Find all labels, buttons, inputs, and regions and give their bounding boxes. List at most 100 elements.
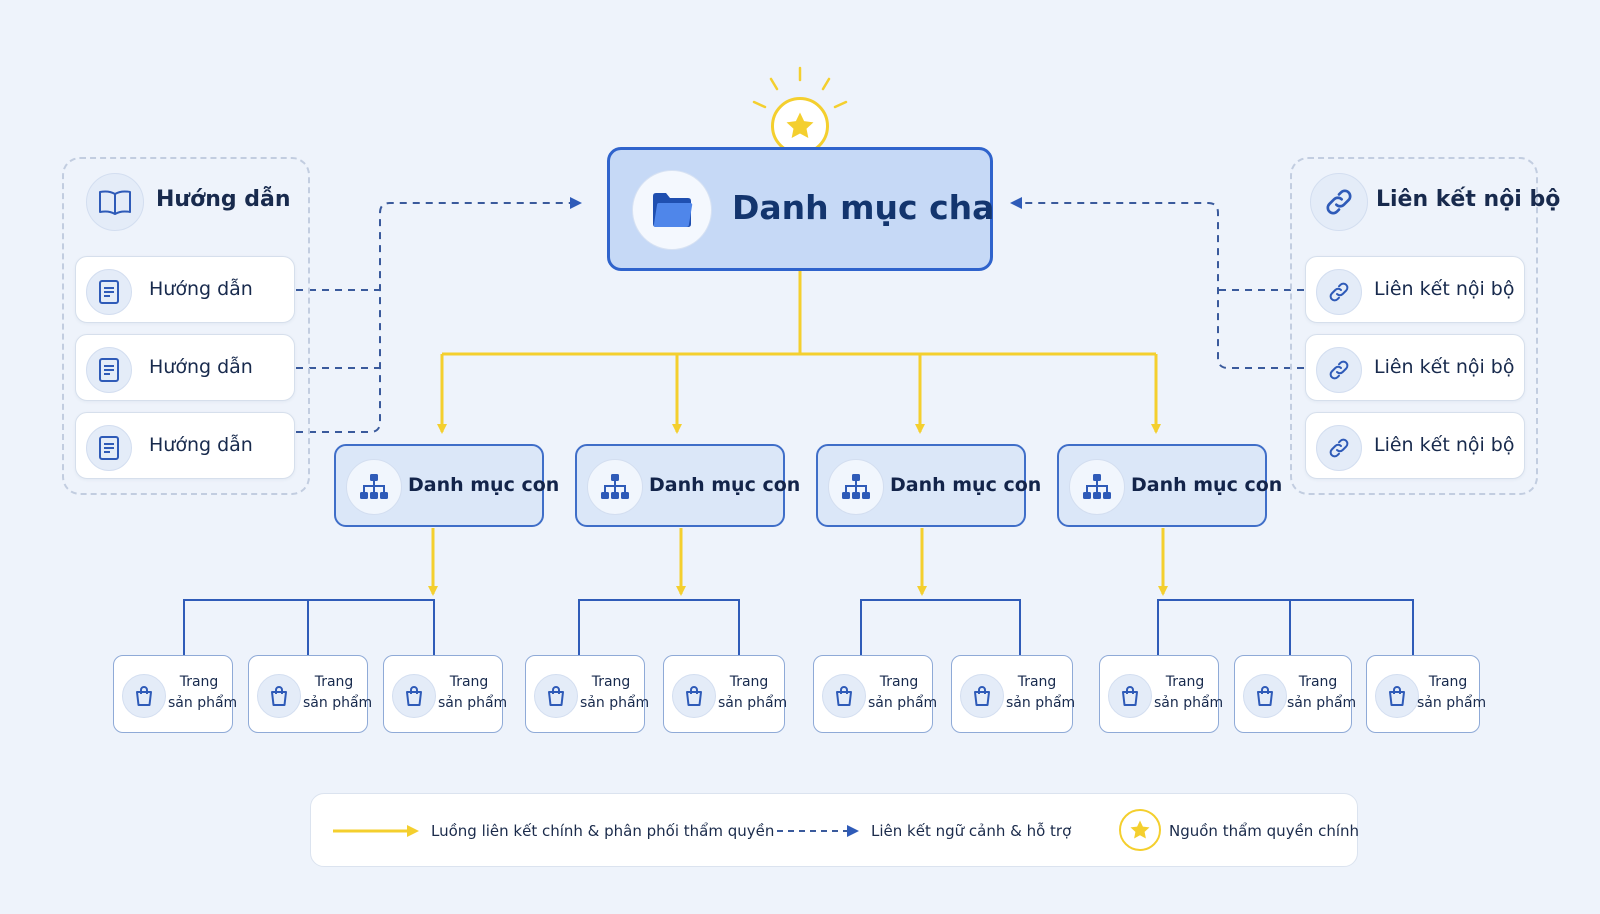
link-icon xyxy=(1329,438,1349,458)
guide-item-label: Hướng dẫn xyxy=(149,278,253,300)
product-page-1-1[interactable]: Trang sản phẩm xyxy=(113,655,238,733)
root-icon-circle xyxy=(632,170,712,250)
guide-panel-title: Hướng dẫn xyxy=(156,187,291,212)
child-category-2[interactable]: Danh mục con xyxy=(575,444,800,527)
child-icon-circle xyxy=(1069,459,1125,515)
links-panel-title: Liên kết nội bộ xyxy=(1376,187,1561,212)
product-page-3-1[interactable]: Trang sản phẩm xyxy=(813,655,938,733)
product-page-label: Trang sản phẩm xyxy=(868,674,938,711)
product-page-1-2[interactable]: Trang sản phẩm xyxy=(248,655,373,733)
internal-link-item-1[interactable]: Liên kết nội bộ xyxy=(1305,256,1525,323)
product-page-4-1[interactable]: Trang sản phẩm xyxy=(1099,655,1224,733)
legend-support-label: Liên kết ngữ cảnh & hỗ trợ xyxy=(871,822,1072,840)
shopping-bag-icon xyxy=(1389,686,1405,706)
child-category-4[interactable]: Danh mục con xyxy=(1057,444,1282,527)
product-page-1-3[interactable]: Trang sản phẩm xyxy=(383,655,508,733)
product-page-label: Trang sản phẩm xyxy=(1287,674,1357,711)
product-page-label: Trang sản phẩm xyxy=(303,674,373,711)
child-category-label: Danh mục con xyxy=(1131,474,1283,496)
guide-item-label: Hướng dẫn xyxy=(149,434,253,456)
shopping-bag-icon xyxy=(974,686,990,706)
product-page-label: Trang sản phẩm xyxy=(438,674,508,711)
shopping-bag-icon xyxy=(406,686,422,706)
guide-item-3[interactable]: Hướng dẫn xyxy=(75,412,295,479)
guide-item-label: Hướng dẫn xyxy=(149,356,253,378)
product-page-3-2[interactable]: Trang sản phẩm xyxy=(951,655,1075,733)
child-category-label: Danh mục con xyxy=(890,474,1042,496)
hierarchy-icon xyxy=(601,474,629,499)
product-icon-circle xyxy=(392,674,436,718)
child-category-3[interactable]: Danh mục con xyxy=(816,444,1041,527)
product-page-2-1[interactable]: Trang sản phẩm xyxy=(525,655,650,733)
guide-item-icon-circle xyxy=(86,269,132,315)
folder-icon xyxy=(653,193,693,227)
parent-category-title: Danh mục cha xyxy=(732,188,995,227)
child-category-label: Danh mục con xyxy=(408,474,560,496)
links-panel-icon-circle xyxy=(1310,173,1368,231)
product-page-label: Trang sản phẩm xyxy=(168,674,238,711)
star-rays xyxy=(752,66,848,109)
product-page-2-2[interactable]: Trang sản phẩm xyxy=(663,655,787,733)
internal-link-item-2[interactable]: Liên kết nội bộ xyxy=(1305,334,1525,401)
legend-source-label: Nguồn thẩm quyền chính xyxy=(1169,822,1360,840)
product-page-4-3[interactable]: Trang sản phẩm xyxy=(1366,655,1487,733)
star-icon xyxy=(786,112,814,139)
product-icon-circle xyxy=(1243,674,1287,718)
primary-flow-connectors xyxy=(428,270,1168,596)
product-icon-circle xyxy=(1375,674,1419,718)
document-icon xyxy=(99,280,119,304)
child-category-1[interactable]: Danh mục con xyxy=(334,444,559,527)
shopping-bag-icon xyxy=(548,686,564,706)
product-icon-circle xyxy=(822,674,866,718)
product-icon-circle xyxy=(534,674,578,718)
legend-primary-swatch xyxy=(333,825,419,837)
guide-panel-icon-circle xyxy=(86,173,144,231)
product-icon-circle xyxy=(672,674,716,718)
link-item-icon-circle xyxy=(1316,425,1362,471)
product-icon-circle xyxy=(122,674,166,718)
legend-support-swatch xyxy=(777,825,859,837)
product-page-4-2[interactable]: Trang sản phẩm xyxy=(1234,655,1357,733)
open-book-icon xyxy=(99,190,131,215)
legend: Luồng liên kết chính & phân phối thẩm qu… xyxy=(310,793,1360,867)
product-icon-circle xyxy=(1108,674,1152,718)
child-icon-circle xyxy=(346,459,402,515)
internal-links-panel: Liên kết nội bộ xyxy=(1290,157,1560,495)
hierarchy-icon xyxy=(360,474,388,499)
internal-link-item-3[interactable]: Liên kết nội bộ xyxy=(1305,412,1525,479)
shopping-bag-icon xyxy=(1122,686,1138,706)
child-category-label: Danh mục con xyxy=(649,474,801,496)
hierarchy-icon xyxy=(842,474,870,499)
guide-panel: Hướng dẫn xyxy=(62,157,310,495)
guide-item-1[interactable]: Hướng dẫn xyxy=(75,256,295,323)
star-icon xyxy=(1130,820,1150,839)
hierarchy-icon xyxy=(1083,474,1111,499)
shopping-bag-icon xyxy=(836,686,852,706)
legend-primary-label: Luồng liên kết chính & phân phối thẩm qu… xyxy=(431,822,775,840)
link-icon xyxy=(1329,360,1349,380)
guide-item-2[interactable]: Hướng dẫn xyxy=(75,334,295,401)
internal-link-label: Liên kết nội bộ xyxy=(1374,356,1515,378)
legend-star-badge xyxy=(1119,809,1161,851)
shopping-bag-icon xyxy=(136,686,152,706)
child-icon-circle xyxy=(587,459,643,515)
internal-link-label: Liên kết nội bộ xyxy=(1374,434,1515,456)
product-page-label: Trang sản phẩm xyxy=(1154,674,1224,711)
link-icon xyxy=(1326,189,1352,215)
product-icon-circle xyxy=(257,674,301,718)
shopping-bag-icon xyxy=(686,686,702,706)
link-item-icon-circle xyxy=(1316,347,1362,393)
product-page-label: Trang sản phẩm xyxy=(1417,674,1487,711)
guide-item-icon-circle xyxy=(86,347,132,393)
link-item-icon-circle xyxy=(1316,269,1362,315)
product-group-brackets xyxy=(183,599,1414,655)
product-page-label: Trang sản phẩm xyxy=(580,674,650,711)
internal-link-label: Liên kết nội bộ xyxy=(1374,278,1515,300)
shopping-bag-icon xyxy=(271,686,287,706)
parent-category-card[interactable]: Danh mục cha xyxy=(607,147,995,271)
support-flow-connectors xyxy=(296,197,1304,433)
product-icon-circle xyxy=(960,674,1004,718)
link-icon xyxy=(1329,282,1349,302)
